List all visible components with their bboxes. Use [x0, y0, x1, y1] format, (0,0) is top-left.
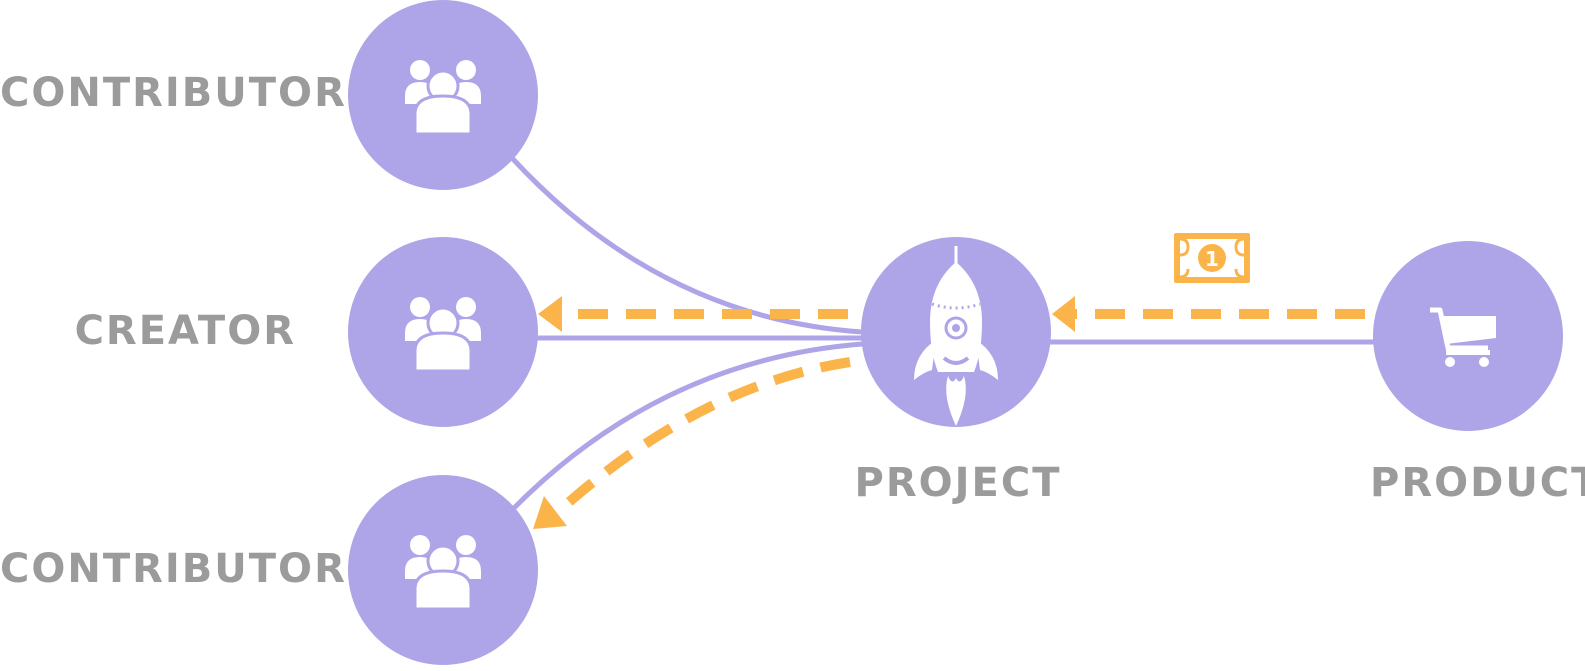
- node-contributor-top: [348, 0, 538, 190]
- arrowhead-contributor-bottom: [533, 496, 567, 529]
- group-icon: [403, 295, 483, 373]
- label-contributor-bottom: CONTRIBUTOR: [0, 546, 347, 592]
- connector-contributor-top-project: [510, 156, 863, 335]
- arrowhead-creator: [538, 296, 562, 332]
- rocket-icon: [914, 246, 998, 426]
- label-contributor-top: CONTRIBUTOR: [0, 70, 347, 116]
- shopping-cart-icon: [1430, 307, 1496, 367]
- label-product: PRODUCT: [1370, 460, 1585, 506]
- banknote-symbol: 1: [1205, 247, 1219, 271]
- node-contributor-bottom: [348, 475, 538, 665]
- money-flow: [533, 296, 1365, 529]
- node-project: [861, 237, 1051, 427]
- label-project: PROJECT: [855, 460, 1062, 506]
- label-creator: CREATOR: [75, 308, 296, 354]
- connector-contributor-bottom-project: [510, 341, 863, 512]
- banknote-icon: 1: [1174, 233, 1250, 283]
- connectors: [510, 156, 1378, 512]
- group-icon: [403, 533, 483, 611]
- group-icon: [403, 58, 483, 136]
- arrowhead-project: [1052, 296, 1075, 332]
- node-product: [1373, 241, 1563, 431]
- money-flow-project-to-contributor: [556, 357, 851, 514]
- node-creator: [348, 237, 538, 427]
